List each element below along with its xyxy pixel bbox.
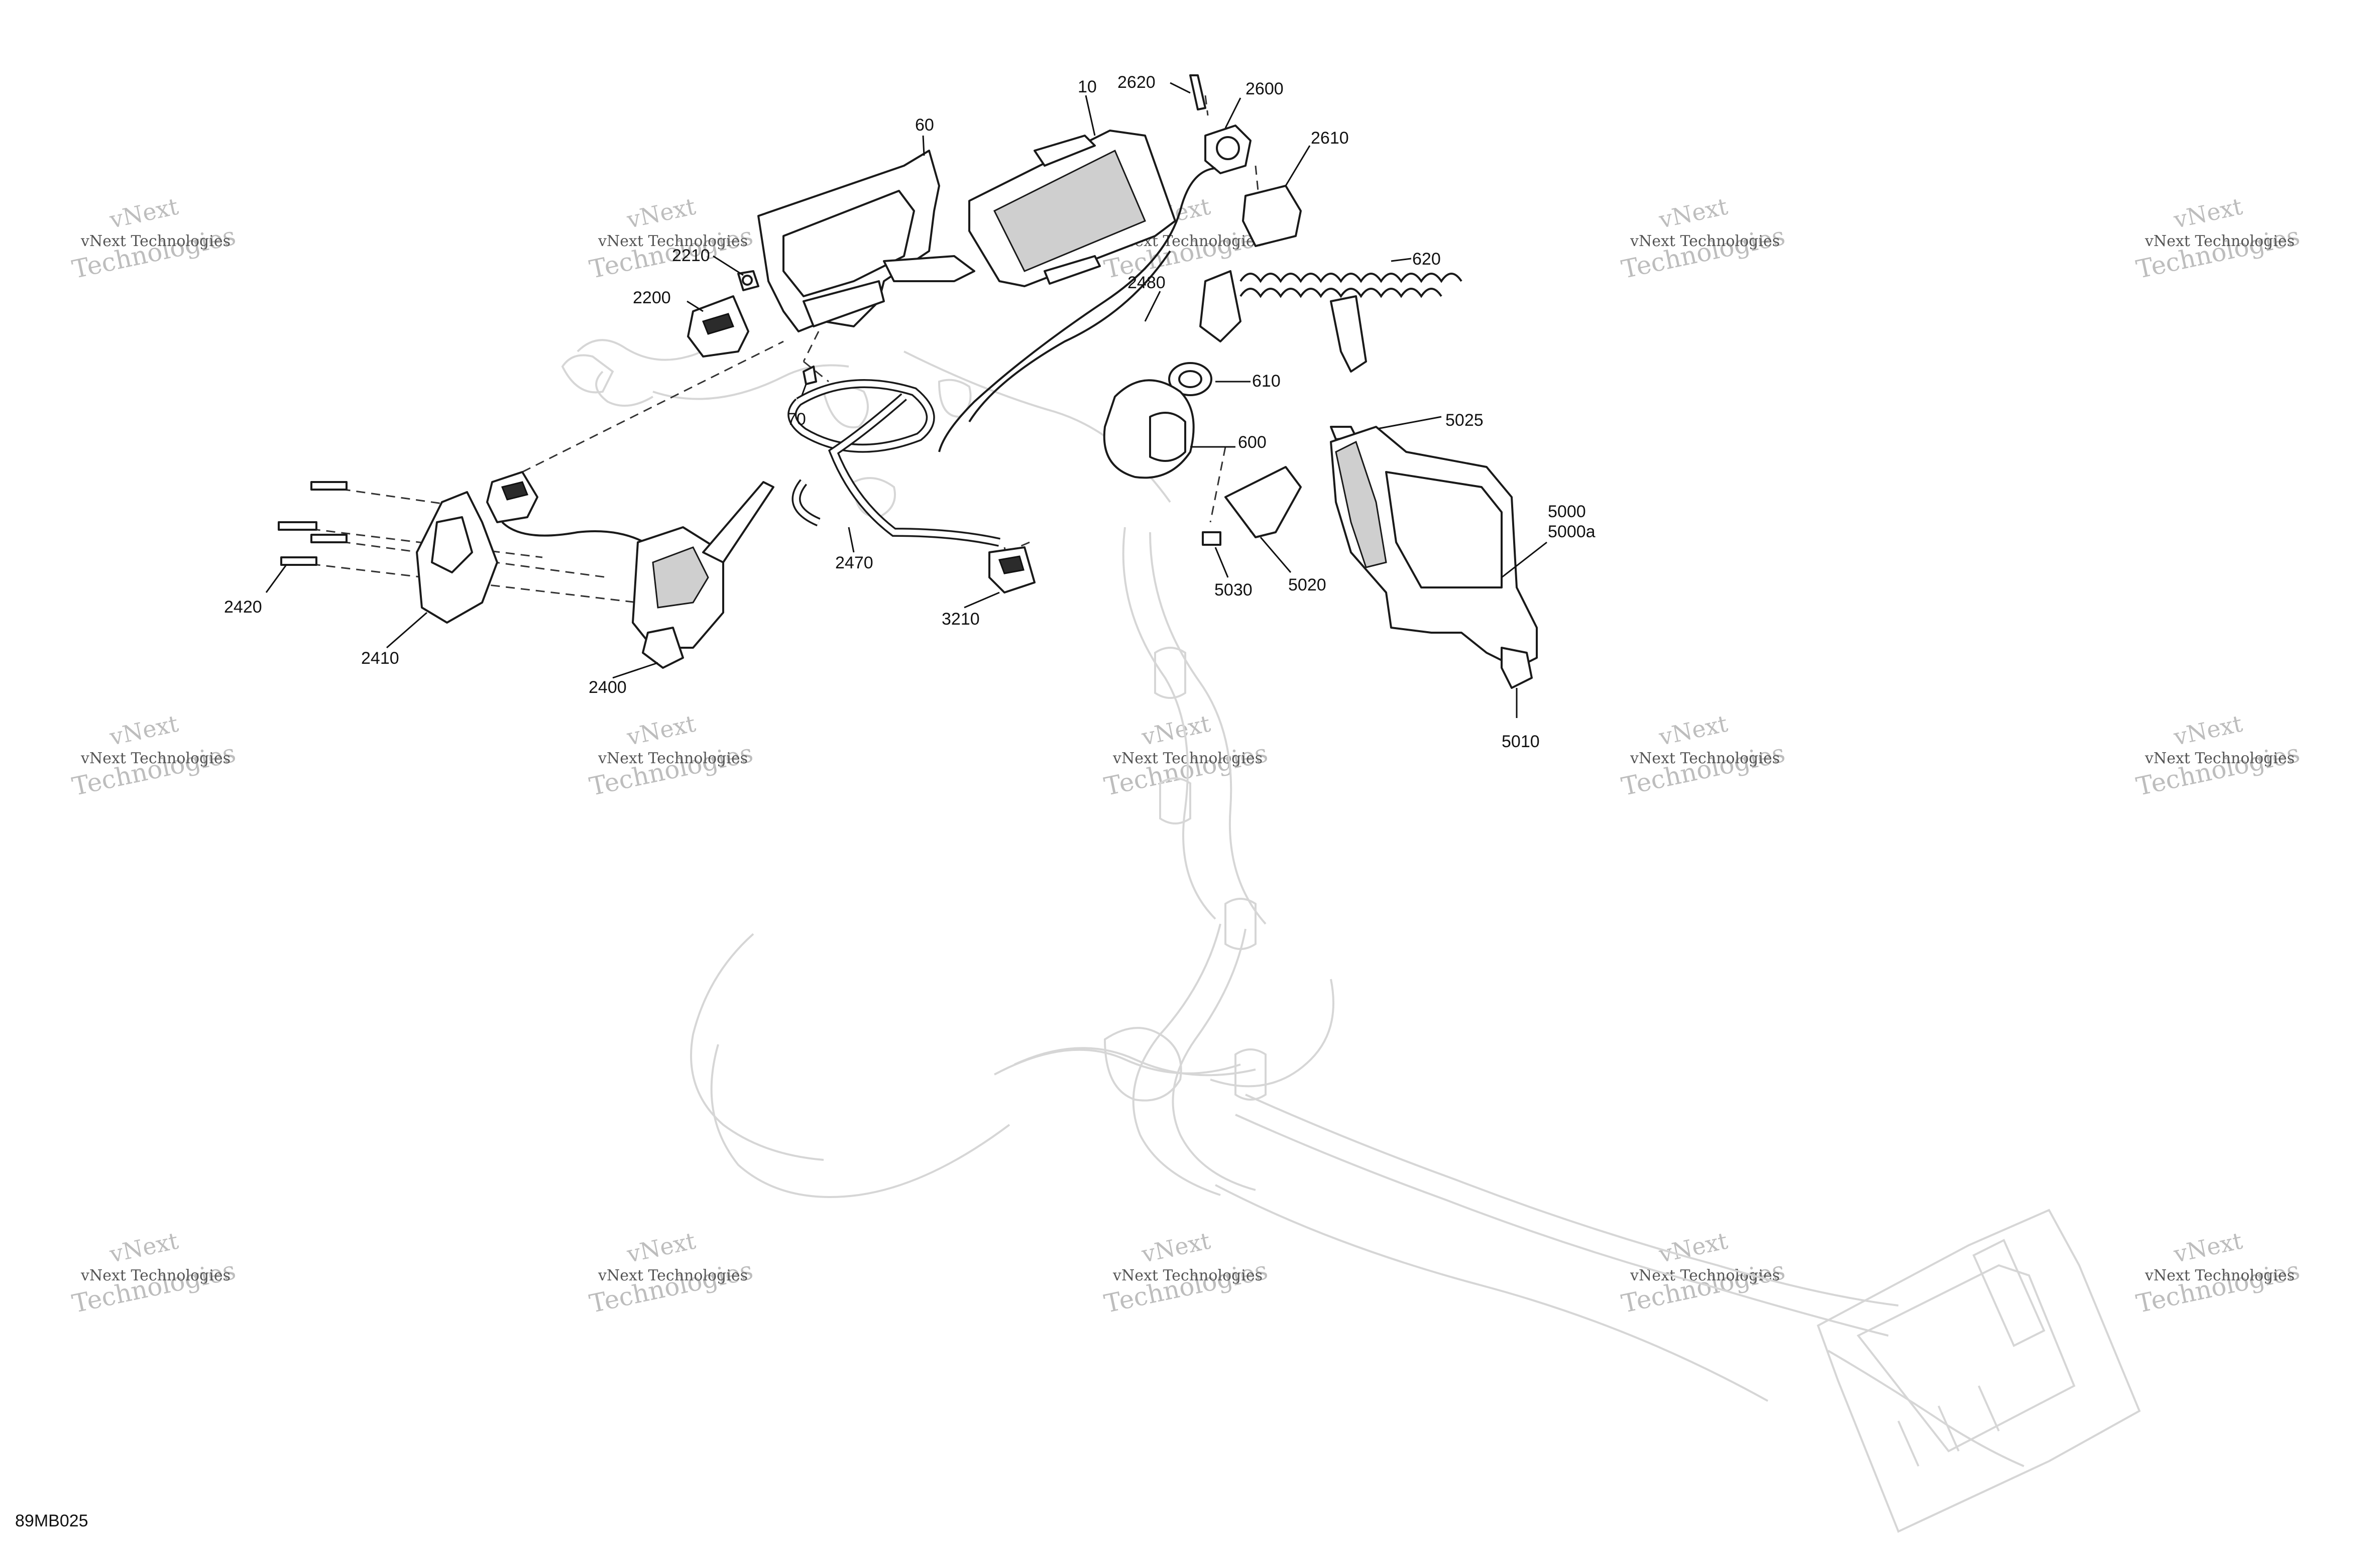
watermark-text: Technologies [70,221,239,285]
label-part-2480: 2480 [1127,273,1166,292]
watermark-text: vNext [1139,1227,1213,1268]
instrument-cluster [968,95,1176,287]
connector-3210 [964,546,1036,609]
watermark-text: Technologies [70,1256,239,1319]
label-part-2600: 2600 [1245,79,1284,98]
watermark-text: Technologies [1619,739,1788,802]
watermark-text: vNext [2171,1227,2245,1268]
label-part-60: 60 [915,115,934,135]
label-part-600: 600 [1238,433,1267,452]
watermark-text: vNext [1656,709,1731,751]
watermark-caption: vNext Technologies [80,1267,231,1284]
watermark-caption: vNext Technologies [1630,232,1780,250]
label-part-2400: 2400 [589,678,627,697]
part-labels: 10 60 70 600 610 620 2200 2210 2400 2410… [224,73,1596,751]
watermark-text: vNext [2171,192,2245,233]
key-switch [1103,362,1251,479]
label-part-5010: 5010 [1502,732,1540,751]
watermark-caption: vNext Technologies [598,750,748,767]
switch-group [938,74,1311,452]
watermark-text: vNext [624,1227,699,1268]
watermark-caption: vNext Technologies [2144,750,2295,767]
watermark-text: vNext [107,1227,181,1268]
watermark-caption: vNext Technologies [1630,750,1780,767]
ghost-frame [561,335,2141,1533]
watermark-text: Technologies [587,1256,756,1319]
label-part-620: 620 [1412,250,1441,269]
label-part-2610: 2610 [1311,129,1349,148]
watermark-caption: vNext Technologies [598,1267,748,1284]
watermark-text: vNext [1656,192,1731,233]
watermark-text: vNext [107,192,181,233]
watermark-caption: vNext Technologies [2144,232,2295,250]
watermark-text: Technologies [1619,221,1788,285]
label-part-2420: 2420 [224,598,262,617]
watermark-text: Technologies [2134,1256,2303,1319]
label-part-2200: 2200 [633,288,671,307]
watermark-text: Technologies [70,739,239,802]
label-part-70: 70 [787,410,806,429]
label-part-5000: 5000 [1548,502,1586,521]
label-part-2620: 2620 [1117,73,1156,92]
figure-code: 89MB025 [15,1511,88,1530]
instrument-bracket [757,135,975,332]
watermark-caption: vNext Technologies [598,232,748,250]
label-part-10: 10 [1078,77,1097,96]
label-part-610: 610 [1252,372,1281,391]
watermark-caption: vNext Technologies [80,750,231,767]
watermark-text: Technologies [1619,1256,1788,1319]
watermark-caption: vNext Technologies [1112,1267,1263,1284]
tether-cord [1199,258,1462,373]
watermark-caption: vNext Technologies [80,232,231,250]
label-part-2210: 2210 [672,246,710,265]
watermark-text: Technologies [587,221,756,285]
label-part-5000a: 5000a [1548,522,1596,541]
watermark-text: vNext [2171,709,2245,751]
watermark-text: Technologies [1102,1256,1271,1319]
watermark-text: vNext [624,709,699,751]
label-part-5030: 5030 [1214,580,1253,600]
watermark-text: Technologies [2134,739,2303,802]
watermark-text: vNext [107,709,181,751]
handlebar-switch-group [265,471,774,679]
watermark-caption: vNext Technologies [2144,1267,2295,1284]
watermark-text: vNext [1139,709,1213,751]
ecu-group [1202,416,1547,718]
label-part-5025: 5025 [1445,411,1484,430]
label-part-2410: 2410 [361,649,399,668]
watermark-text: vNext [624,192,699,233]
label-part-5020: 5020 [1288,575,1326,595]
label-part-2470: 2470 [835,553,873,572]
label-part-3210: 3210 [942,610,980,629]
watermark-text: Technologies [587,739,756,802]
watermark-text: Technologies [2134,221,2303,285]
hose-2470 [787,379,1000,553]
watermark-text: vNext [1656,1227,1731,1268]
cable-2480 [968,250,1171,423]
